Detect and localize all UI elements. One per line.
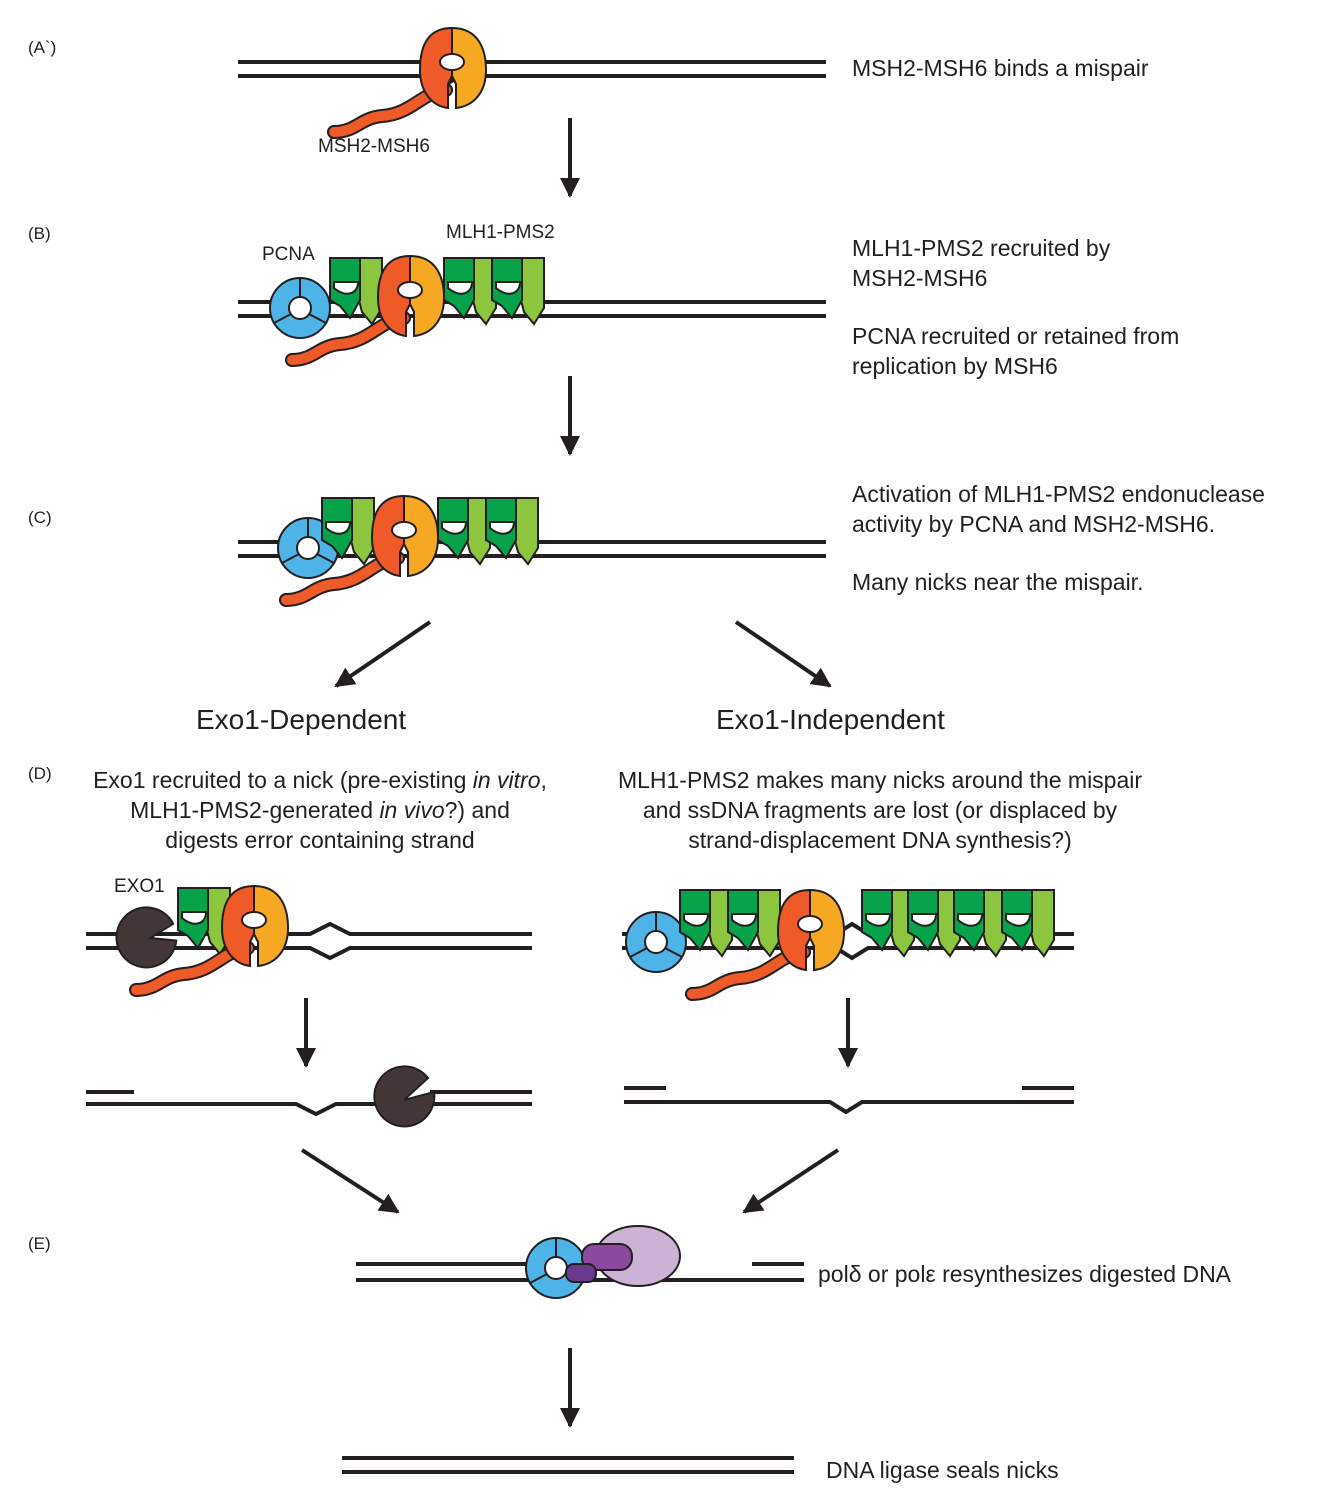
dependent-desc-line1: Exo1 recruited to a nick (pre-existing i… — [60, 766, 580, 795]
dna-dependent-digested — [86, 1090, 532, 1117]
step-label-c: (C) — [28, 508, 52, 527]
arrow-c-to-independent — [734, 620, 832, 688]
label-pcna: PCNA — [262, 244, 315, 265]
label-exo1: EXO1 — [114, 876, 165, 897]
desc-e-delta: δ — [848, 1261, 862, 1287]
dependent-desc-l2-italic: in vivo — [379, 797, 445, 823]
dna-step-a — [238, 47, 826, 91]
arrow-dependent-to-e — [300, 1148, 400, 1214]
dependent-desc-l1-end: , — [540, 767, 547, 793]
independent-desc-line2: and ssDNA fragments are lost (or displac… — [642, 797, 1118, 823]
msh2-msh6-complex-a — [334, 28, 486, 132]
pcna-ring-d-ind — [625, 911, 687, 973]
label-mlh1-pms2: MLH1-PMS2 — [446, 222, 555, 243]
desc-a: MSH2-MSH6 binds a mispair — [852, 55, 1149, 81]
polymerase-domain — [581, 1243, 633, 1271]
exo1-enzyme-bottom — [373, 1065, 436, 1128]
dependent-desc-line2: MLH1-PMS2-generated in vivo?) and — [60, 796, 580, 825]
exo1-enzyme-top — [115, 906, 178, 969]
step-label-a: (A`) — [28, 38, 57, 57]
desc-final: DNA ligase seals nicks — [826, 1457, 1059, 1483]
independent-desc-line1: MLH1-PMS2 makes many nicks around the mi… — [617, 767, 1143, 793]
desc-e-epsilon: ε — [925, 1261, 936, 1287]
desc-c-line2: activity by PCNA and MSH2-MSH6. — [852, 511, 1216, 537]
arrow-independent-to-e — [742, 1148, 840, 1214]
dependent-desc-l1-text: Exo1 recruited to a nick (pre-existing — [93, 767, 473, 793]
arrow-c-to-dependent — [334, 620, 432, 688]
dependent-desc-l2-end: ?) and — [444, 797, 510, 823]
branch-title-dependent: Exo1-Dependent — [196, 704, 407, 735]
dna-independent-digested — [624, 1086, 1074, 1115]
desc-b-line3: PCNA recruited or retained from — [852, 323, 1180, 349]
dependent-desc-l2-text: MLH1-PMS2-generated — [130, 797, 380, 823]
step-label-e: (E) — [28, 1234, 51, 1253]
step-label-b: (B) — [28, 224, 51, 243]
desc-c-line3: Many nicks near the mispair. — [852, 569, 1144, 595]
dependent-desc-line3: digests error containing strand — [165, 827, 475, 853]
label-msh2-msh6: MSH2-MSH6 — [318, 136, 430, 157]
desc-b-line4: replication by MSH6 — [852, 353, 1058, 379]
desc-e-or-pol: or pol — [861, 1261, 926, 1287]
desc-c-line1: Activation of MLH1-PMS2 endonuclease — [852, 481, 1265, 507]
desc-b-line1: MLH1-PMS2 recruited by — [852, 235, 1111, 261]
step-label-d: (D) — [28, 764, 52, 783]
branch-title-independent: Exo1-Independent — [716, 704, 945, 735]
independent-desc-line3: strand-displacement DNA synthesis?) — [688, 827, 1072, 853]
desc-b-line2: MSH2-MSH6 — [852, 265, 988, 291]
polymerase-subunit — [565, 1263, 597, 1283]
desc-e: polδ or polε resynthesizes digested DNA — [818, 1260, 1231, 1289]
desc-e-rest: resynthesizes digested DNA — [935, 1261, 1232, 1287]
desc-e-pol1: pol — [818, 1261, 849, 1287]
dna-sealed — [342, 1456, 794, 1474]
pcna-ring-b — [269, 277, 331, 339]
dependent-desc-l1-italic: in vitro — [472, 767, 541, 793]
